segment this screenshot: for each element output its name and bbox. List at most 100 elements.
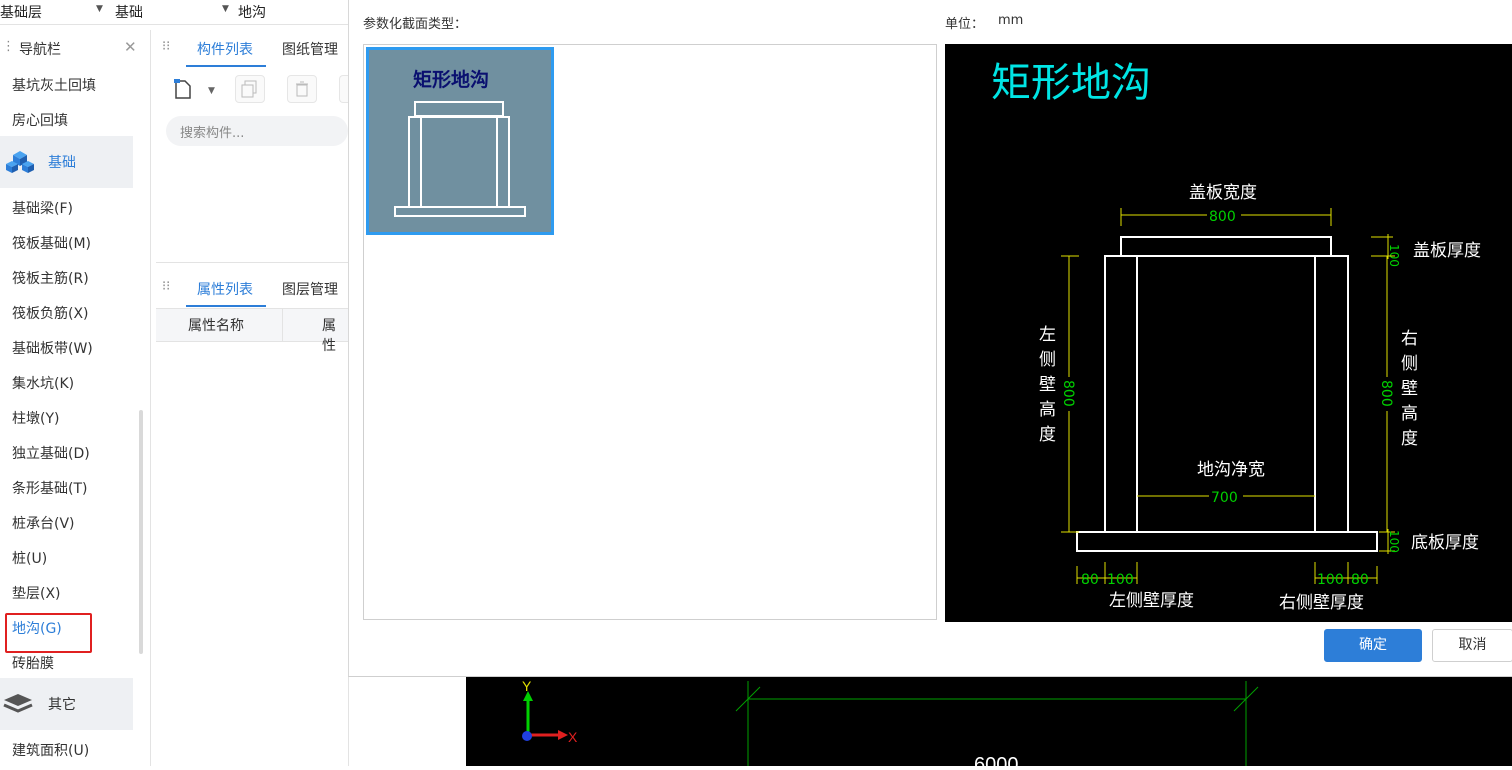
- nav-item[interactable]: 基础板带(W): [12, 341, 93, 357]
- left-height-label-char: 高: [1039, 400, 1056, 420]
- left-height-label-char: 壁: [1039, 375, 1056, 395]
- clear-width-value: 700: [1211, 490, 1238, 506]
- ok-button[interactable]: 确定: [1324, 629, 1422, 662]
- cad-canvas[interactable]: Y X 6000: [466, 677, 1512, 770]
- nav-item[interactable]: 砖胎膜: [12, 656, 54, 672]
- cover-thick-label: 盖板厚度: [1413, 241, 1481, 261]
- axis-x-label: X: [568, 729, 578, 745]
- new-component-button[interactable]: ▼: [168, 75, 220, 103]
- nav-item[interactable]: 桩承台(V): [12, 516, 75, 532]
- property-panel: ⁝⁝ 属性列表 图层管理 属性名称 属性: [156, 268, 349, 766]
- right-height-label-char: 侧: [1401, 354, 1418, 374]
- right-height-value: 800: [1378, 380, 1394, 407]
- left-wall-thick-label: 左侧壁厚度: [1109, 591, 1194, 611]
- bottom-thick-value: 100: [1387, 530, 1401, 553]
- left-dim-value: 100: [1107, 572, 1134, 588]
- trash-icon: [296, 81, 308, 97]
- property-table-header: 属性名称 属性: [156, 308, 348, 354]
- nav-group-other[interactable]: 其它: [0, 678, 133, 730]
- nav-item[interactable]: 独立基础(D): [12, 446, 90, 462]
- search-input[interactable]: 搜索构件...: [166, 116, 348, 146]
- chevron-down-icon[interactable]: ▼: [222, 4, 229, 14]
- nav-item[interactable]: 筏板基础(M): [12, 236, 92, 252]
- dimension-text: 6000: [974, 754, 1019, 766]
- left-height-label-char: 左: [1039, 325, 1056, 345]
- tab-layer-management[interactable]: 图层管理: [282, 282, 338, 298]
- right-height-label-char: 壁: [1401, 379, 1418, 399]
- delete-button[interactable]: [287, 75, 317, 103]
- cover-width-value: 800: [1209, 209, 1236, 225]
- trench-diagram: 矩形地沟 盖板宽度 800 100 盖板厚度 800: [991, 60, 1481, 613]
- nav-item[interactable]: 条形基础(T): [12, 481, 88, 497]
- nav-item-trench-selected[interactable]: 地沟(G): [12, 621, 62, 637]
- unit-value: mm: [998, 13, 1024, 28]
- right-height-label-char: 右: [1401, 329, 1418, 349]
- right-dim-value: 80: [1351, 572, 1369, 588]
- nav-group-label: 基础: [48, 155, 76, 171]
- tab-underline: [186, 65, 266, 67]
- copy-icon: [241, 80, 257, 98]
- more-tools-button[interactable]: [339, 75, 348, 103]
- cancel-button[interactable]: 取消: [1432, 629, 1512, 662]
- nav-group-foundation[interactable]: 基础: [0, 136, 133, 188]
- axis-y-label: Y: [522, 678, 532, 694]
- section-type-label: 参数化截面类型：: [363, 17, 468, 32]
- column-header-value: 属性: [322, 318, 336, 354]
- nav-item[interactable]: 基坑灰土回填: [12, 78, 96, 94]
- tab-underline: [186, 305, 266, 307]
- right-height-label-char: 高: [1401, 404, 1418, 424]
- category-select[interactable]: 基础: [115, 5, 143, 21]
- nav-header: ⋮ 导航栏 ✕: [0, 30, 150, 66]
- type-select[interactable]: 地沟: [238, 5, 266, 21]
- nav-item[interactable]: 集水坑(K): [12, 376, 75, 392]
- close-icon[interactable]: ✕: [124, 38, 137, 56]
- column-header-name: 属性名称: [188, 318, 244, 334]
- nav-item[interactable]: 筏板负筋(X): [12, 306, 89, 322]
- cover-width-label: 盖板宽度: [1189, 183, 1257, 203]
- nav-item[interactable]: 基础梁(F): [12, 201, 73, 217]
- drag-handle-icon[interactable]: ⋮: [2, 39, 15, 54]
- parametric-section-dialog: 参数化截面类型： 单位： mm 矩形地沟 矩形地沟 盖板宽度 800: [348, 0, 1512, 677]
- nav-title: 导航栏: [19, 42, 61, 58]
- nav-item[interactable]: 房心回填: [12, 113, 68, 129]
- tab-drawing-management[interactable]: 图纸管理: [282, 42, 338, 58]
- nav-item[interactable]: 柱墩(Y): [12, 411, 60, 427]
- nav-item[interactable]: 筏板主筋(R): [12, 271, 89, 287]
- left-dim-value: 80: [1081, 572, 1099, 588]
- nav-group-label: 其它: [48, 697, 76, 713]
- bottom-thick-label: 底板厚度: [1411, 533, 1479, 553]
- left-height-label-char: 侧: [1039, 350, 1056, 370]
- cover-thick-value: 100: [1387, 244, 1401, 267]
- section-type-item-rect-trench[interactable]: 矩形地沟: [366, 47, 554, 235]
- tab-property-list[interactable]: 属性列表: [197, 282, 253, 298]
- left-height-value: 800: [1060, 380, 1076, 407]
- component-panel: ⁝⁝ 构件列表 图纸管理 ▼ 搜索构件...: [156, 30, 349, 263]
- left-height-label-char: 度: [1039, 425, 1056, 445]
- nav-scrollbar[interactable]: [139, 410, 143, 654]
- search-placeholder: 搜索构件...: [180, 126, 245, 141]
- top-toolbar: 基础层 ▼ 基础 ▼ 地沟: [0, 0, 348, 25]
- svg-text:▼: ▼: [208, 86, 215, 96]
- thumbnail-title: 矩形地沟: [413, 68, 489, 91]
- nav-item[interactable]: 垫层(X): [12, 586, 61, 602]
- cubes-icon: [6, 151, 34, 173]
- clear-width-label: 地沟净宽: [1197, 460, 1265, 480]
- chevron-down-icon[interactable]: ▼: [96, 4, 103, 14]
- right-dim-value: 100: [1317, 572, 1344, 588]
- tab-component-list[interactable]: 构件列表: [197, 42, 253, 58]
- drag-handle-icon[interactable]: ⁝⁝: [162, 39, 171, 54]
- unit-label: 单位：: [945, 17, 985, 32]
- highlight-box: [5, 613, 92, 653]
- new-file-icon: ▼: [174, 79, 215, 99]
- nav-item[interactable]: 桩(U): [12, 551, 48, 567]
- floor-select[interactable]: 基础层: [0, 5, 42, 21]
- drag-handle-icon[interactable]: ⁝⁝: [162, 279, 171, 294]
- right-height-label-char: 度: [1401, 429, 1418, 449]
- trench-thumbnail: 矩形地沟: [394, 68, 526, 217]
- cad-drawing: Y X 6000: [522, 678, 1259, 770]
- copy-button[interactable]: [235, 75, 265, 103]
- preview-title: 矩形地沟: [991, 60, 1151, 106]
- column-divider: [282, 309, 283, 341]
- layers-icon: [3, 694, 33, 713]
- nav-item[interactable]: 建筑面积(U): [12, 743, 90, 759]
